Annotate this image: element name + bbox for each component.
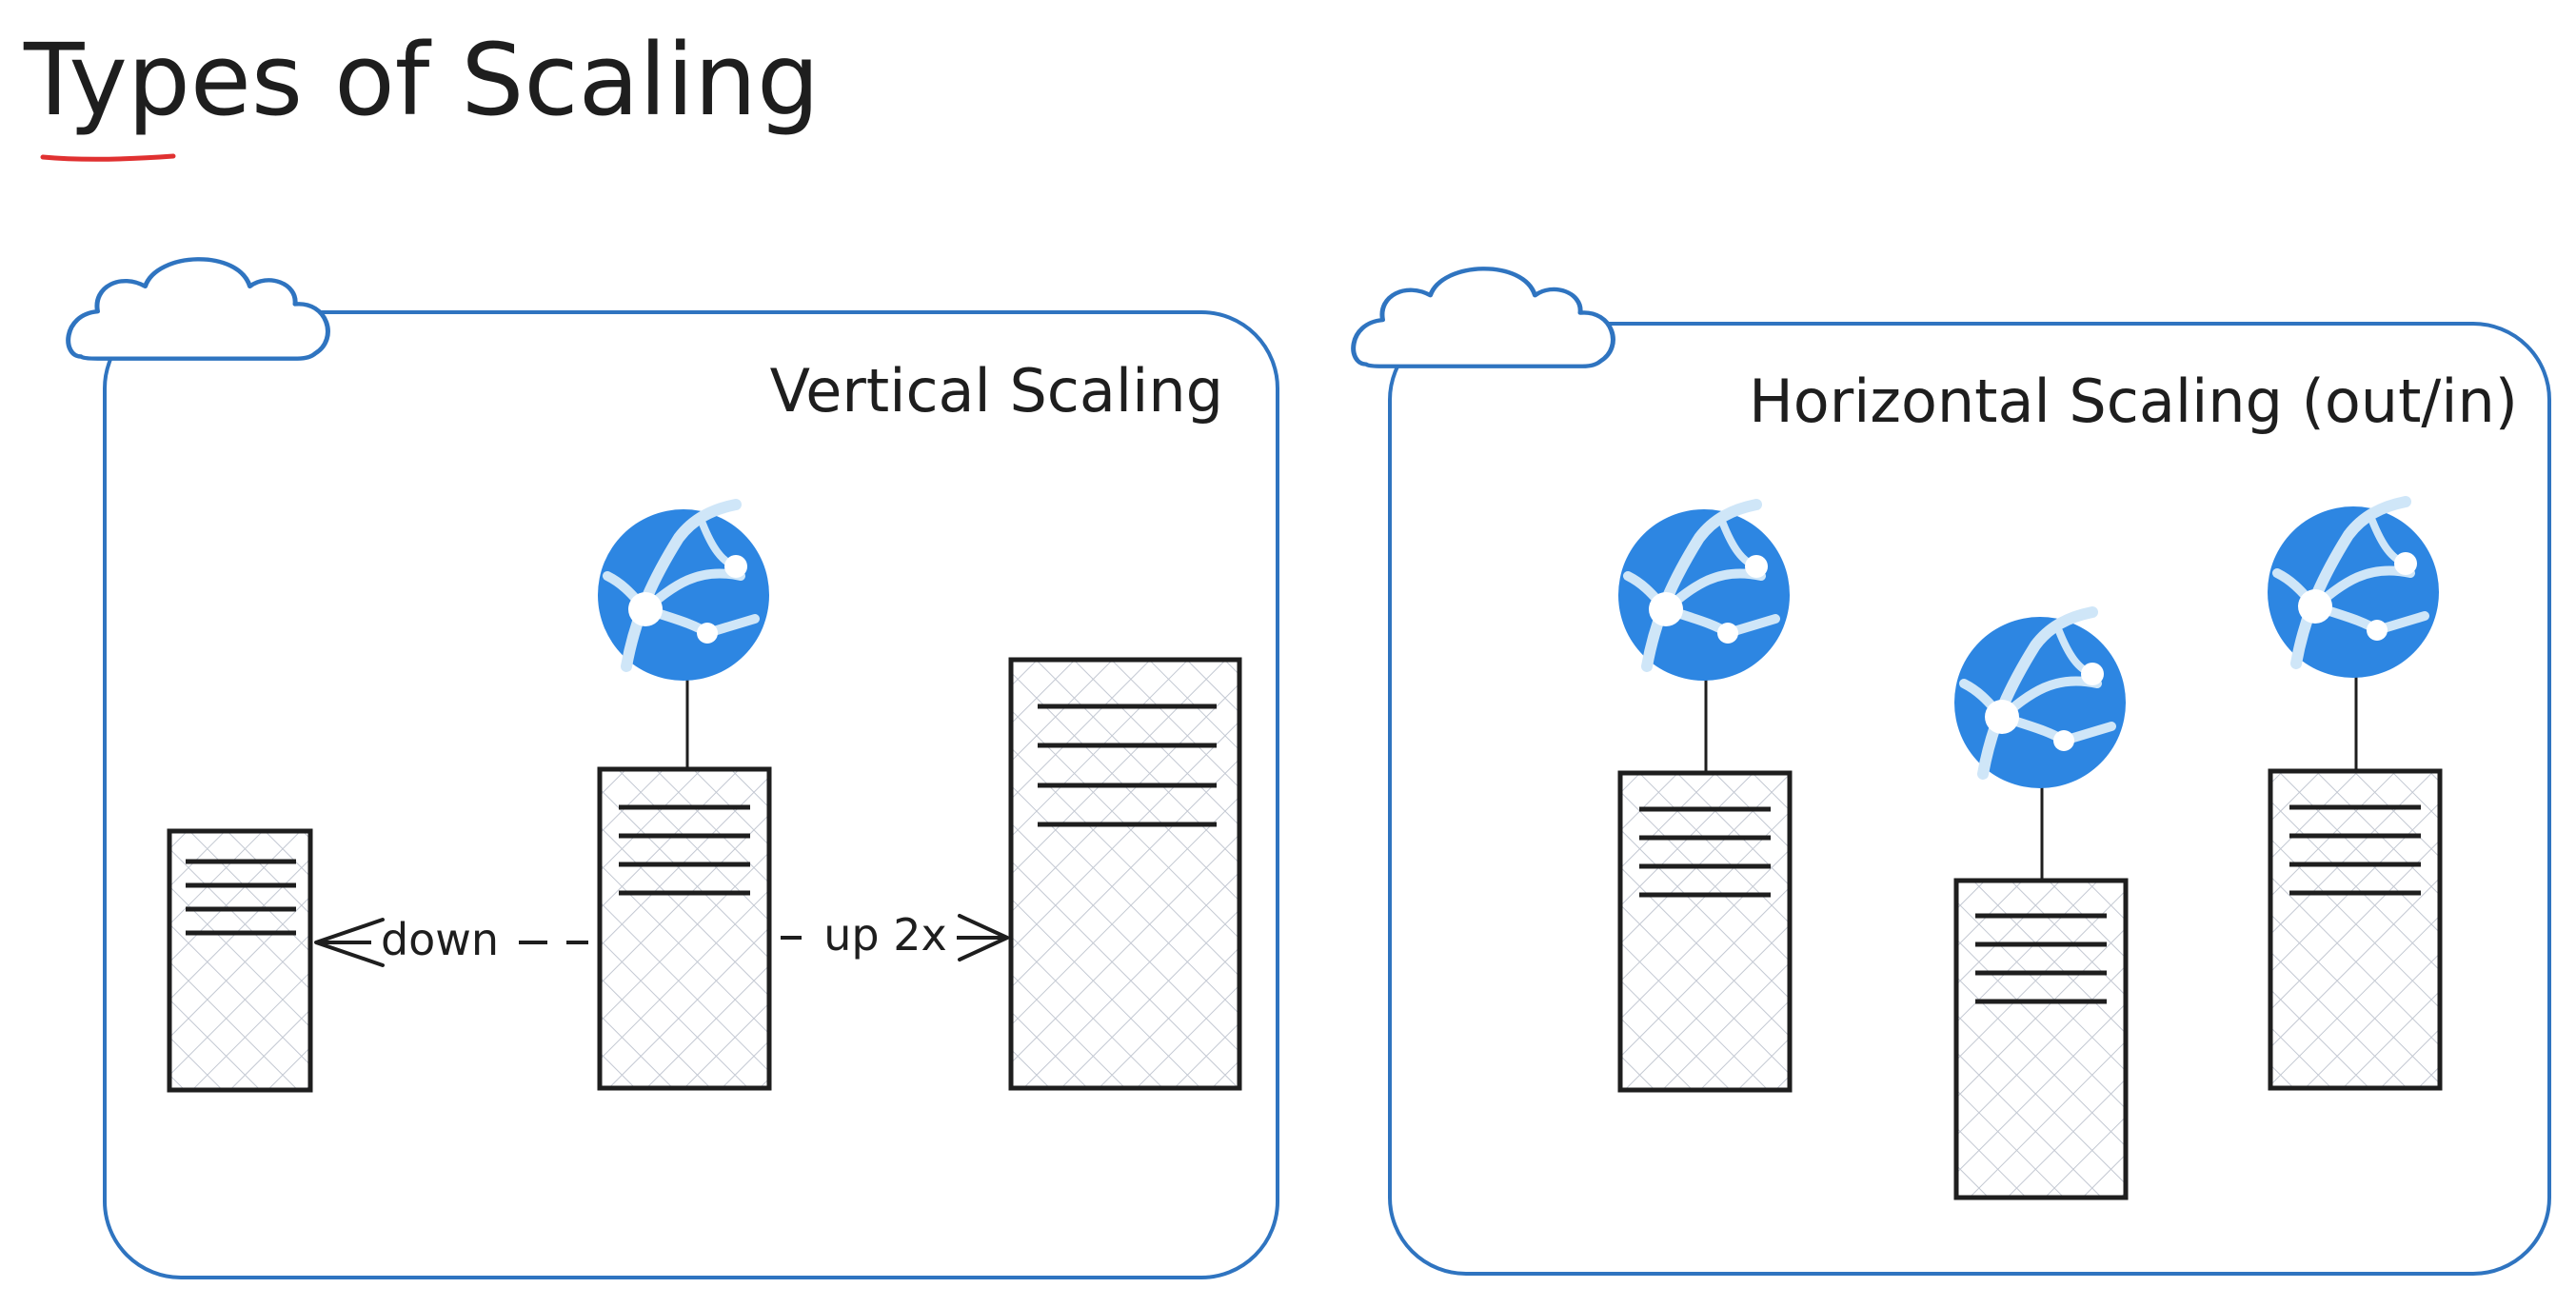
network-node-icon xyxy=(1618,505,1790,681)
server-icon xyxy=(1008,657,1242,1091)
panel-frame xyxy=(1388,322,2551,1276)
panel-label: Horizontal Scaling (out/in) xyxy=(1749,367,2518,436)
scale-down-arrow: down xyxy=(314,914,588,967)
scale-up-arrow: up 2x xyxy=(781,909,1009,961)
network-node-icon xyxy=(2268,502,2439,678)
scale-up-label: up 2x xyxy=(823,909,946,961)
scale-down-label: down xyxy=(381,914,499,965)
cloud-icon xyxy=(1354,268,1614,366)
page-title: Types of Scaling xyxy=(23,22,820,138)
network-node-icon xyxy=(1954,612,2126,788)
server-icon xyxy=(597,766,772,1091)
panel-label: Vertical Scaling xyxy=(770,356,1223,426)
horizontal-scaling-panel: Horizontal Scaling (out/in) xyxy=(1354,268,2551,1276)
server-icon xyxy=(1953,878,2129,1200)
network-node-icon xyxy=(598,505,769,681)
panel-frame xyxy=(103,310,1279,1279)
title-underline xyxy=(40,153,176,162)
vertical-scaling-panel: Vertical Scaling xyxy=(69,259,1279,1279)
cloud-icon xyxy=(69,259,328,358)
server-icon xyxy=(167,828,313,1093)
server-icon xyxy=(1617,770,1793,1093)
server-icon xyxy=(2268,768,2443,1091)
